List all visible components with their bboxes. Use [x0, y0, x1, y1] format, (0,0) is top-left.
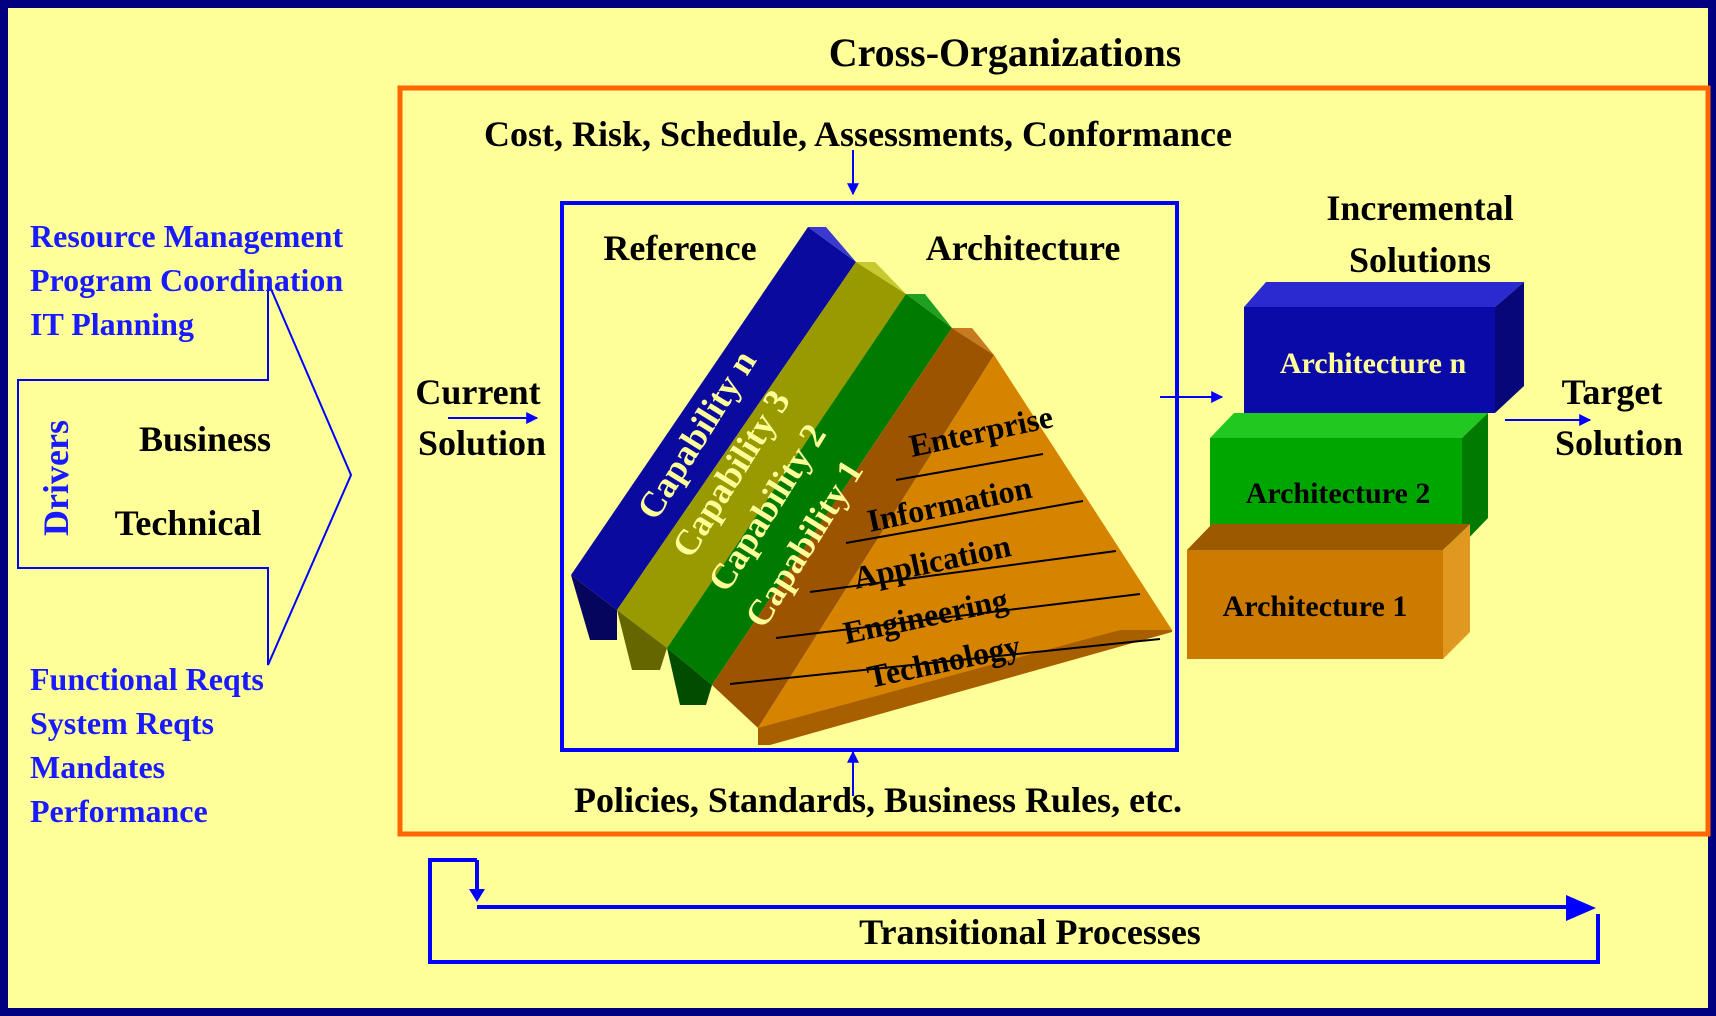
current-solution-line1: Current [415, 372, 540, 412]
transitional-processes-label: Transitional Processes [859, 912, 1201, 952]
driver-item: Functional Reqts [30, 661, 264, 697]
architecture-2-label: Architecture 2 [1246, 477, 1431, 510]
driver-item: Resource Management [30, 218, 343, 254]
architecture-n-box: Architecture n [1244, 282, 1524, 413]
driver-business: Business [139, 419, 271, 459]
layer-dividers [729, 453, 1161, 685]
driver-top-items: Resource Management Program Coordination… [30, 218, 343, 342]
inputs-top-label: Cost, Risk, Schedule, Assessments, Confo… [484, 114, 1232, 154]
architecture-1-label: Architecture 1 [1223, 590, 1408, 623]
capability-3-slab [617, 262, 906, 648]
incremental-title-line2: Solutions [1349, 240, 1491, 280]
incremental-title-line1: Incremental [1326, 188, 1513, 228]
target-solution-line2: Solution [1555, 423, 1683, 463]
reference-architecture-frame [560, 201, 1179, 752]
architecture-label: Architecture [926, 228, 1121, 268]
capability-slabs [571, 227, 1172, 745]
inputs-bottom-label: Policies, Standards, Business Rules, etc… [574, 780, 1182, 820]
driver-item: Program Coordination [30, 262, 343, 298]
architecture-2-box: Architecture 2 [1210, 413, 1488, 545]
drivers-arrow [17, 281, 353, 666]
architecture-1-box: Architecture 1 [1187, 524, 1470, 659]
driver-item: Performance [30, 793, 208, 829]
current-solution-line2: Solution [418, 423, 546, 463]
drivers-label: Drivers [36, 420, 76, 536]
diagram-title: Cross-Organizations [829, 30, 1182, 75]
driver-item: Mandates [30, 749, 165, 785]
driver-technical: Technical [115, 503, 262, 543]
capability-2-slab [667, 294, 952, 685]
capability-1-slab [712, 328, 994, 728]
driver-bottom-items: Functional Reqts System Reqts Mandates P… [30, 661, 264, 829]
reference-label: Reference [603, 228, 756, 268]
capability-n-slab [571, 227, 856, 610]
target-solution-line1: Target [1562, 372, 1663, 412]
architecture-n-label: Architecture n [1280, 347, 1467, 380]
driver-item: System Reqts [30, 705, 214, 741]
transitional-processes-loop [428, 858, 1600, 964]
driver-item: IT Planning [30, 306, 194, 342]
cross-organizations-boundary [397, 85, 1711, 837]
